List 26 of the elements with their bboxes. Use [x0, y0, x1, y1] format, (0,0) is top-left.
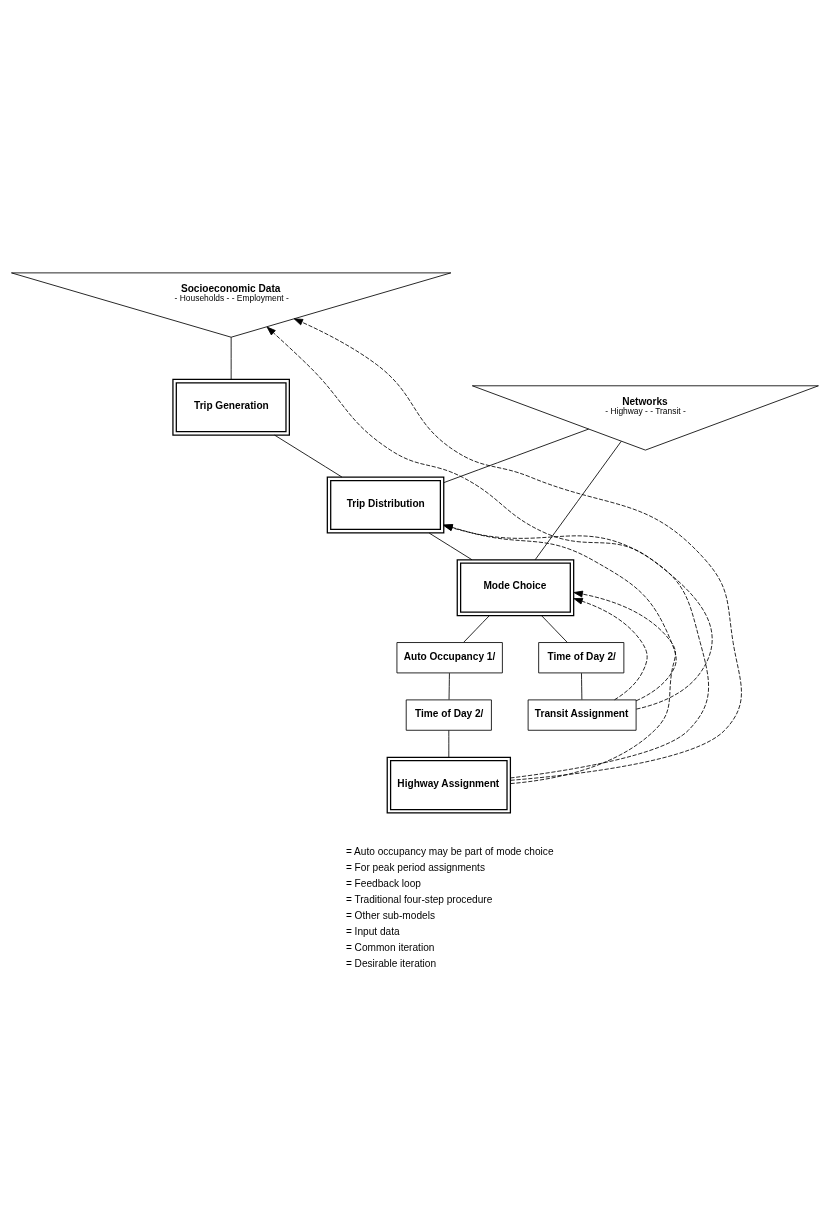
connector: [448, 672, 450, 700]
node-box: Time of Day 2/: [405, 699, 492, 731]
arrow: [573, 597, 648, 701]
arrow: [510, 590, 676, 784]
connector: [581, 672, 583, 700]
node-box: Auto Occupancy 1/: [396, 642, 503, 674]
legend-label: = Other sub-models: [345, 909, 435, 921]
node-box: Time of Day 2/: [538, 642, 625, 674]
connector: [541, 615, 568, 643]
legend-label: = Feedback loop: [345, 877, 421, 889]
legend-label: = Desirable iteration: [345, 958, 437, 970]
connector: [463, 615, 490, 643]
legend-label: = Common iteration: [345, 941, 435, 953]
legend-label: = Input data: [345, 925, 400, 937]
connector: [274, 434, 343, 478]
node-box: Transit Assignment: [527, 699, 637, 731]
legend-label: = Traditional four-step procedure: [345, 893, 493, 905]
connector: [230, 336, 232, 380]
connector: [443, 428, 590, 483]
connector: [428, 532, 473, 561]
connector: [448, 730, 450, 758]
arrow: [293, 318, 742, 781]
arrow: [266, 326, 713, 710]
connector: [534, 440, 622, 561]
legend-label: = Auto occupancy may be part of mode choice: [345, 845, 554, 857]
legend-label: = For peak period assignments: [345, 861, 485, 873]
